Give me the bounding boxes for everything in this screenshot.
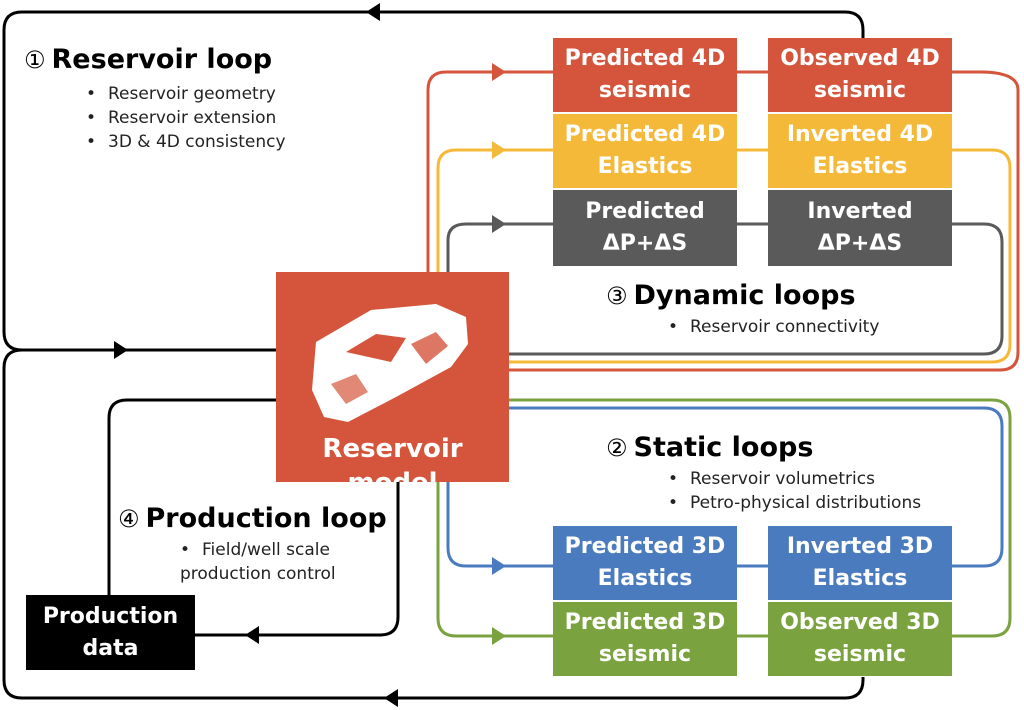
yellow-loop-arrow — [492, 141, 506, 159]
outer-bottom-loop-line — [2, 348, 865, 700]
production-loop-bullet: Field/well scale production control — [180, 538, 336, 586]
inverted-3d-elastics-box: Inverted 3D Elastics — [768, 526, 952, 600]
blue-loop-arrow — [492, 557, 506, 575]
observed-3d-seismic-box: Observed 3D seismic — [768, 602, 952, 676]
static-loops-title: Static loops — [633, 432, 814, 463]
static-loops-number: ② — [606, 434, 628, 462]
reservoir-loop-bullet: Reservoir geometry — [86, 82, 286, 106]
rock-sample-image — [312, 304, 468, 422]
reservoir-loop-title: Reservoir loop — [51, 44, 273, 75]
reservoir-model-label: Reservoir model — [322, 434, 463, 482]
dynamic-loops-number: ③ — [606, 282, 628, 310]
blue-loop-line — [446, 406, 1004, 568]
reservoir-loop-bullets: Reservoir geometry Reservoir extension 3… — [86, 82, 286, 154]
red-loop-line — [426, 70, 1020, 372]
gray-loop-arrow — [492, 215, 506, 233]
production-loop-return — [195, 482, 400, 637]
production-loop-line — [107, 398, 276, 595]
predicted-3d-elastics-box: Predicted 3D Elastics — [553, 526, 737, 600]
reservoir-loop-bullet: Reservoir extension — [86, 106, 286, 130]
predicted-3d-seismic-box: Predicted 3D seismic — [553, 602, 737, 676]
observed-4d-seismic-box: Observed 4D seismic — [768, 38, 952, 112]
outer-bottom-loop-arrow — [384, 689, 398, 707]
predicted-4d-elastics-box: Predicted 4D Elastics — [553, 114, 737, 188]
dynamic-loops-bullet: Reservoir connectivity — [668, 315, 879, 339]
production-loop-bullet-line2: production control — [180, 564, 336, 584]
reservoir-loop-number: ① — [24, 46, 46, 74]
reservoir-model-box: Reservoir model — [276, 272, 509, 482]
dynamic-loops-bullets: Reservoir connectivity — [668, 315, 879, 339]
production-data-box: Production data — [26, 595, 195, 670]
reservoir-loop-line — [2, 10, 865, 352]
green-loop-arrow — [492, 627, 506, 645]
dynamic-loops-title: Dynamic loops — [633, 280, 856, 311]
predicted-dp-ds-box: Predicted ΔP+ΔS — [553, 190, 737, 266]
static-loops-bullet: Petro-physical distributions — [668, 491, 921, 515]
production-loop-title: Production loop — [145, 503, 387, 534]
production-loop-bullet-line1: Field/well scale — [202, 540, 330, 560]
yellow-loop-line — [436, 148, 1012, 364]
production-loop-bullets: Field/well scale production control — [180, 538, 336, 586]
reservoir-loop-bullet: 3D & 4D consistency — [86, 130, 286, 154]
inverted-dp-ds-box: Inverted ΔP+ΔS — [768, 190, 952, 266]
predicted-4d-seismic-box: Predicted 4D seismic — [553, 38, 737, 112]
reservoir-loop-arrow-top — [366, 3, 380, 21]
static-loops-bullets: Reservoir volumetrics Petro-physical dis… — [668, 467, 921, 515]
green-loop-line — [436, 398, 1012, 638]
gray-loop-line — [446, 222, 1004, 356]
red-loop-arrow — [492, 63, 506, 81]
production-loop-number: ④ — [118, 505, 140, 533]
production-loop-arrow — [245, 626, 259, 644]
inverted-4d-elastics-box: Inverted 4D Elastics — [768, 114, 952, 188]
static-loops-bullet: Reservoir volumetrics — [668, 467, 921, 491]
